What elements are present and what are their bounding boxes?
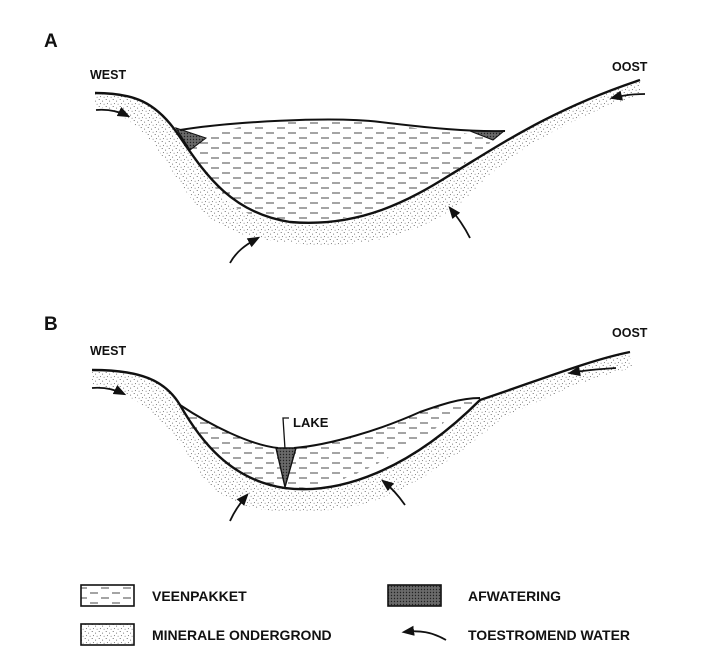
panel-b-mineral-subsoil [92,352,632,512]
panel-a-inflow-arrow-west [95,106,131,118]
panel-b-inflow-arrow-bottom-left [229,493,249,522]
panel-b-inflow-arrow-bottom-right [381,479,406,506]
legend-item-mineral: MINERALE ONDERGROND [80,623,332,646]
panel-b-inflow-arrow-west [91,384,127,396]
panel-a-inflow-arrow-bottom-left [229,236,261,264]
panel-b-east-label: OOST [612,326,648,340]
legend-label-mineral: MINERALE ONDERGROND [152,627,332,643]
panel-b-west-label: WEST [90,344,126,358]
legend-arrow-water-icon [401,625,447,641]
panel-b-peat-body [180,398,480,489]
legend-swatch-mineral [80,623,135,646]
panel-a-drainage-west [174,127,208,151]
panel-b-lake-leader [282,417,289,450]
panel-a-east-label: OOST [612,60,648,74]
legend-swatch-drainage [387,584,442,607]
legend-item-peat: VEENPAKKET [80,584,247,607]
panel-b-peat-surface [179,397,481,449]
panel-b-ground-surface [91,350,631,491]
panel-b-label: B [44,314,58,335]
panel-a-west-label: WEST [90,68,126,82]
legend-item-drainage: AFWATERING [387,584,561,607]
panel-b-lake-label: LAKE [293,415,329,430]
panel-a-label: A [44,31,58,52]
legend: VEENPAKKET AFWATERING MINERALE ONDERGRON… [80,584,630,646]
legend-item-water: TOESTROMEND WATER [401,625,630,643]
panel-a: A WEST OOST [44,31,648,264]
panel-b-lake-drainage [275,447,297,488]
legend-label-drainage: AFWATERING [468,588,561,604]
panel-a-inflow-arrow-bottom-right [448,206,471,239]
legend-label-water: TOESTROMEND WATER [468,627,630,643]
panel-a-ground-surface [94,78,641,224]
panel-a-inflow-arrow-east [609,90,646,101]
panel-a-peat-surface [179,118,506,133]
legend-swatch-peat [80,584,135,607]
legend-label-peat: VEENPAKKET [152,588,247,604]
panel-a-peat-body [190,121,498,222]
panel-b-inflow-arrow-east [567,366,617,377]
panel-b: B WEST OOST LAKE [44,314,648,522]
